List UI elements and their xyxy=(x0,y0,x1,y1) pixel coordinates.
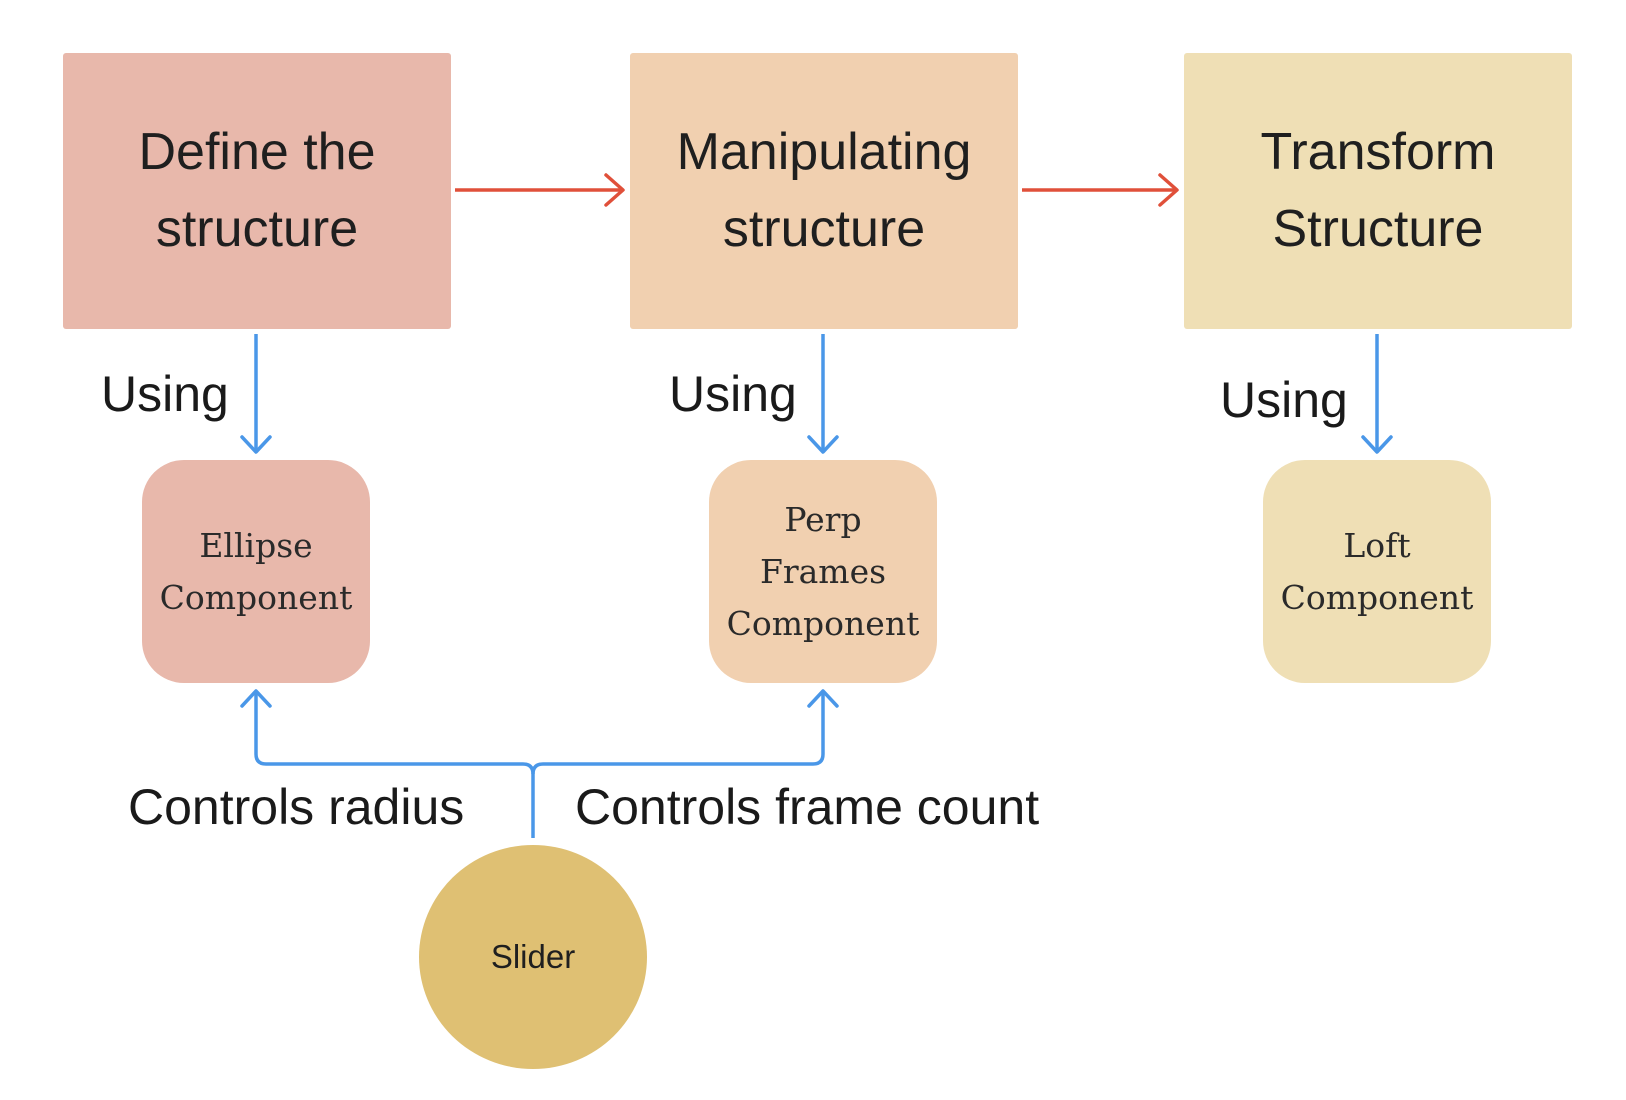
component-label: Ellipse Component xyxy=(159,525,353,617)
flow-arrow-2-to-3 xyxy=(1022,173,1179,207)
component-label: Loft Component xyxy=(1280,525,1474,617)
stage-manipulating-structure[interactable]: Manipulating structure xyxy=(630,53,1018,329)
using-label: Using xyxy=(101,366,229,422)
using-arrow-1 xyxy=(240,334,272,454)
flow-arrow-1-to-2 xyxy=(455,173,625,207)
using-label: Using xyxy=(669,366,797,422)
controls-frame-count-label: Controls frame count xyxy=(575,779,1040,835)
component-label: Perp Frames Component xyxy=(726,499,920,643)
stage-label: Transform Structure xyxy=(1260,123,1496,258)
stage-label: Manipulating structure xyxy=(676,123,972,258)
slider-node[interactable]: Slider xyxy=(419,845,647,1069)
ellipse-component-node[interactable]: Ellipse Component xyxy=(142,460,370,683)
slider-label: Slider xyxy=(490,938,576,975)
slider-to-perp-frames-connector xyxy=(531,689,839,775)
using-arrow-3 xyxy=(1361,334,1393,454)
using-arrow-2 xyxy=(807,334,839,454)
loft-component-node[interactable]: Loft Component xyxy=(1263,460,1491,683)
controls-radius-label: Controls radius xyxy=(128,779,465,835)
using-label: Using xyxy=(1220,372,1348,428)
perp-frames-component-node[interactable]: Perp Frames Component xyxy=(709,460,937,683)
stage-define-structure[interactable]: Define the structure xyxy=(63,53,451,329)
stage-label: Define the structure xyxy=(138,123,376,258)
stage-transform-structure[interactable]: Transform Structure xyxy=(1184,53,1572,329)
